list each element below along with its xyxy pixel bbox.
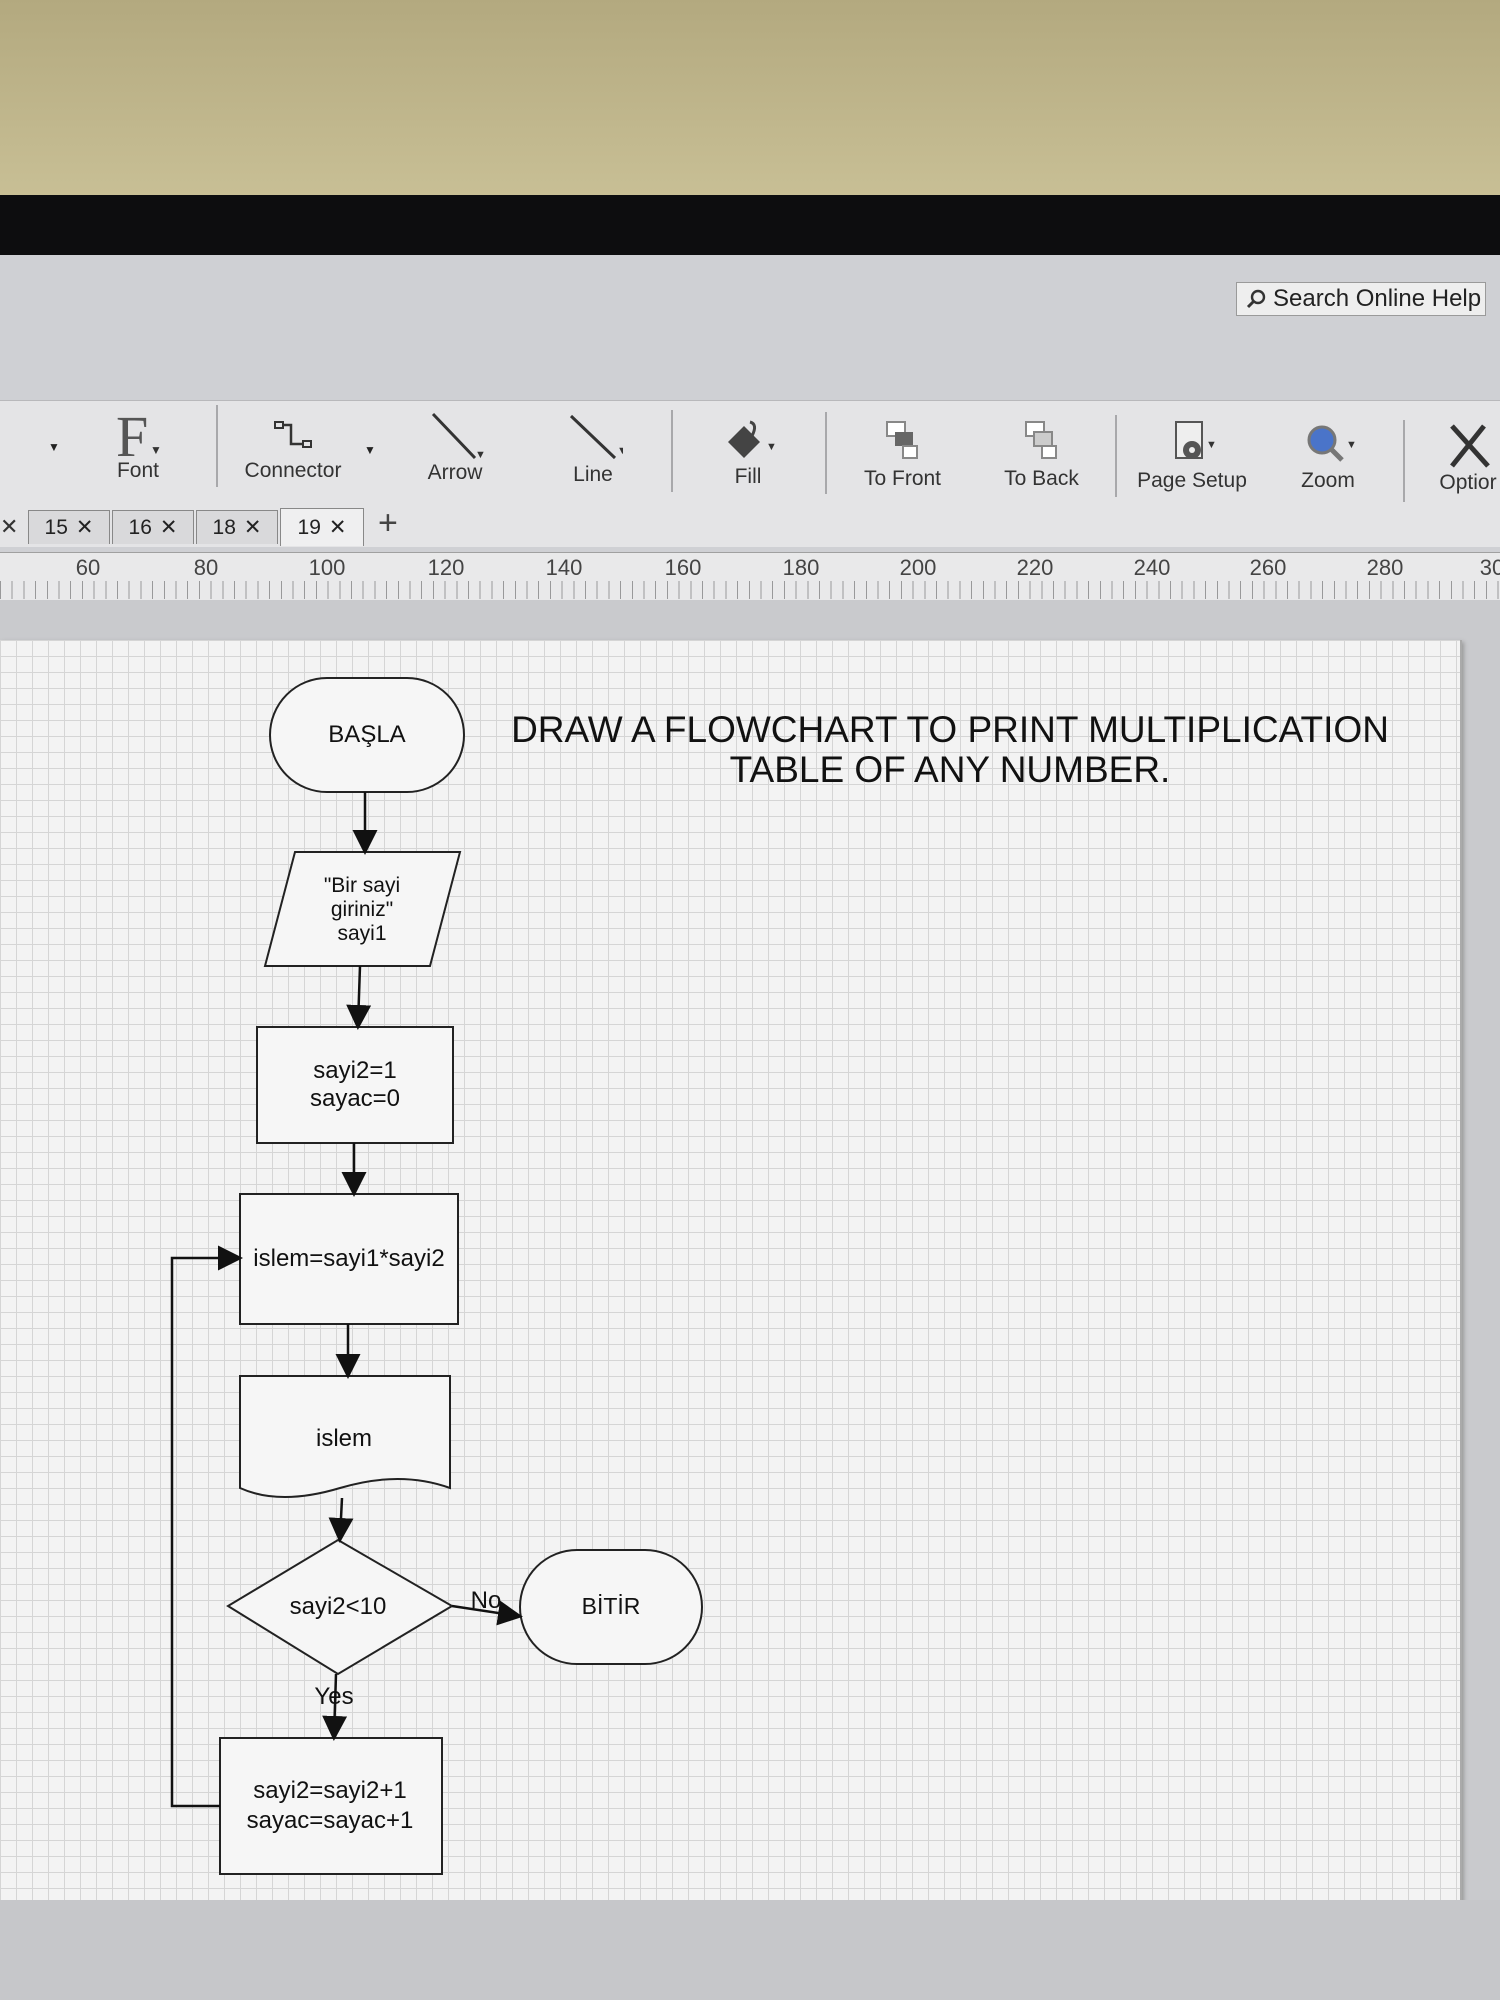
status-bar	[0, 1900, 1500, 2000]
svg-text:▼: ▼	[1346, 439, 1357, 451]
search-online-help[interactable]: Search Online Help	[1236, 282, 1486, 316]
fill-button[interactable]: ▼ Fill	[708, 406, 788, 501]
no-label: No	[471, 1587, 502, 1614]
ribbon-separator	[825, 412, 827, 494]
to-front-button[interactable]: To Front	[855, 408, 950, 503]
chevron-down-icon[interactable]: ▼	[364, 443, 376, 457]
to-back-button[interactable]: To Back	[994, 408, 1089, 503]
increment-label-line1: sayi2=sayi2+1	[253, 1777, 406, 1804]
svg-text:▼: ▼	[475, 449, 485, 461]
ribbon-separator	[1403, 420, 1405, 502]
ribbon-separator	[1115, 415, 1117, 497]
calc-label: islem=sayi1*sayi2	[253, 1245, 444, 1272]
search-icon	[1246, 289, 1266, 309]
ribbon-separator	[216, 405, 218, 487]
line-button[interactable]: ▼ Line	[553, 404, 633, 499]
arrow-decision-end	[451, 1600, 523, 1626]
tab-page-19[interactable]: 19✕	[280, 508, 364, 546]
options-button[interactable]: Optior	[1436, 412, 1500, 507]
init-label-line2: sayac=0	[310, 1085, 400, 1112]
input-label-line2: giriniz"	[331, 898, 393, 921]
output-label: islem	[316, 1425, 372, 1452]
ribbon-separator	[671, 410, 673, 492]
arrow-decision-increment	[322, 1673, 348, 1741]
horizontal-ruler: 60 80 100 120 140 160 180 200 220 240 26…	[0, 552, 1500, 602]
tab-page-15[interactable]: 15✕	[28, 510, 110, 544]
arrow-output-decision	[328, 1497, 354, 1543]
zoom-button[interactable]: ▼ Zoom	[1288, 410, 1368, 505]
svg-text:▼: ▼	[150, 443, 162, 457]
tools-icon	[1450, 424, 1490, 468]
connector-icon	[274, 421, 312, 448]
end-label: BİTİR	[582, 1593, 641, 1619]
input-label-line3: sayi1	[337, 922, 386, 945]
screen-edge	[0, 195, 1500, 255]
arrow-input-init	[346, 965, 372, 1030]
close-icon[interactable]: ✕	[0, 514, 19, 539]
calc-process[interactable]	[239, 1193, 459, 1325]
tab-page-18[interactable]: 18✕	[196, 510, 278, 544]
increment-process[interactable]	[219, 1737, 443, 1875]
start-terminator[interactable]	[269, 677, 465, 793]
chevron-down-icon[interactable]: ▼	[48, 440, 60, 454]
ribbon-toolbar	[0, 400, 1500, 511]
bring-to-front-icon	[885, 421, 918, 459]
arrow-button[interactable]: ▼ Arrow	[415, 402, 495, 497]
add-page-icon[interactable]: +	[378, 504, 398, 542]
monitor-bezel	[0, 0, 1500, 195]
start-label: BAŞLA	[328, 721, 405, 748]
paint-bucket-icon: ▼	[728, 420, 777, 458]
close-icon[interactable]: ✕	[243, 516, 262, 539]
arrow-icon: ▼	[431, 412, 485, 461]
svg-text:▼: ▼	[1206, 439, 1217, 451]
close-icon[interactable]: ✕	[328, 516, 347, 539]
page-setup-icon: ▼	[1175, 421, 1217, 459]
send-to-back-icon	[1024, 421, 1057, 459]
init-label-line1: sayi2=1	[313, 1057, 396, 1084]
page-setup-button[interactable]: ▼ Page Setup	[1132, 410, 1252, 505]
svg-text:▼: ▼	[617, 445, 623, 457]
svg-text:F: F	[116, 408, 148, 463]
output-document[interactable]	[239, 1375, 451, 1498]
magnifier-icon: ▼	[1307, 425, 1357, 462]
font-button[interactable]: F▼ Font	[98, 400, 178, 495]
tab-page-16[interactable]: 16✕	[112, 510, 194, 544]
close-icon[interactable]: ✕	[75, 516, 94, 539]
input-label-line1: "Bir sayi	[324, 874, 400, 897]
yes-label: Yes	[314, 1683, 353, 1710]
ruler-ticks	[0, 581, 1500, 599]
decision-diamond[interactable]	[226, 1538, 454, 1676]
help-label: Search Online Help	[1273, 285, 1482, 312]
increment-label-line2: sayac=sayac+1	[247, 1807, 414, 1834]
init-process[interactable]	[256, 1026, 454, 1144]
page-title: DRAW A FLOWCHART TO PRINT MULTIPLICATION…	[511, 709, 1389, 790]
line-icon: ▼	[569, 414, 623, 460]
close-icon[interactable]: ✕	[159, 516, 178, 539]
decision-label: sayi2<10	[290, 1593, 387, 1620]
connector-button[interactable]: Connector	[238, 400, 348, 495]
loop-back-connector	[170, 1245, 243, 1808]
svg-text:▼: ▼	[766, 441, 777, 453]
input-parallelogram[interactable]	[263, 851, 462, 967]
font-icon: F▼	[116, 408, 162, 463]
